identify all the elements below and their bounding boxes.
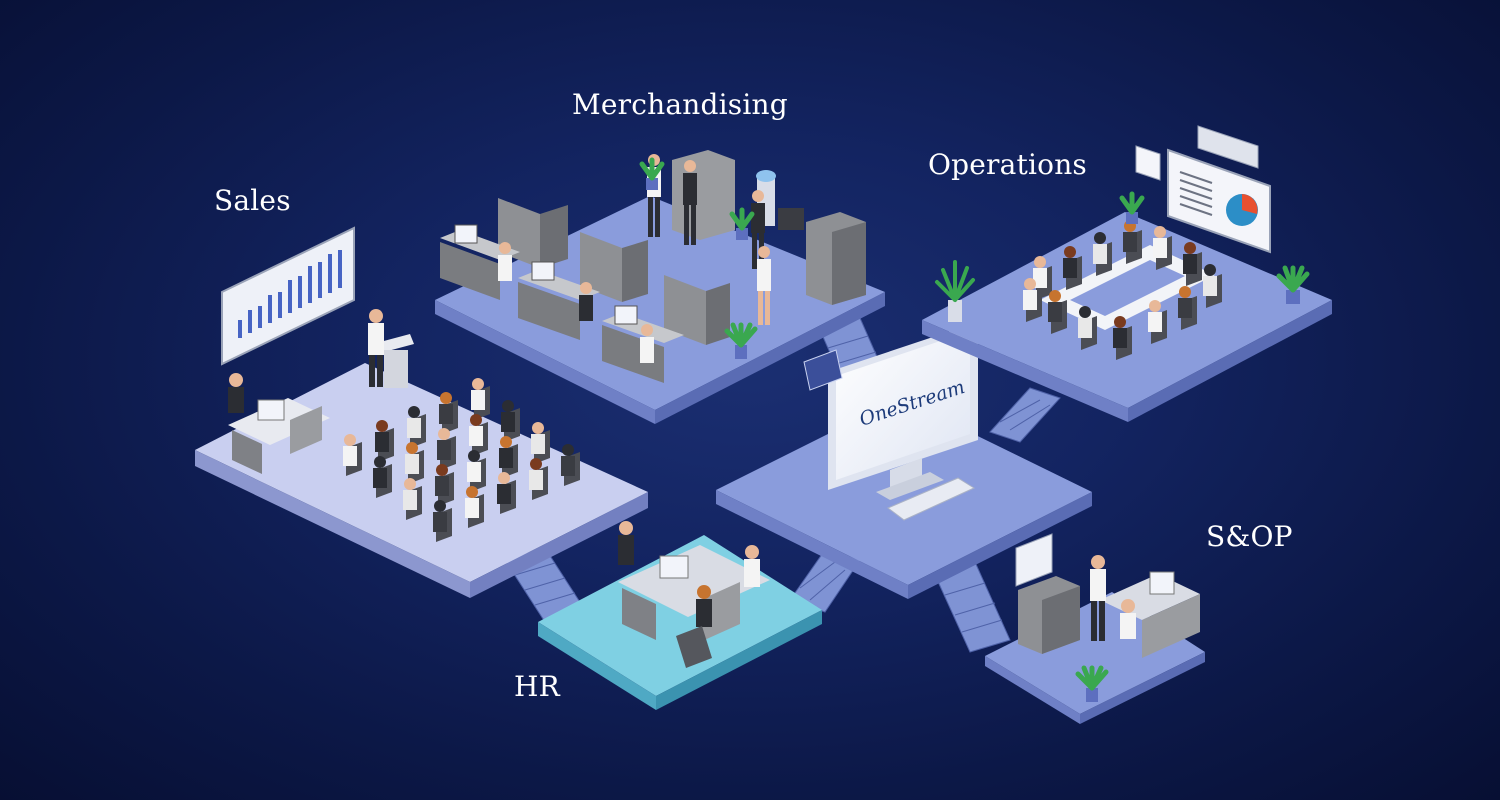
plant-icon: [639, 157, 665, 190]
seated-person: [467, 450, 481, 482]
seated-person: [499, 436, 513, 468]
person-standing: [757, 246, 771, 325]
seated-person: [1148, 300, 1162, 332]
tablet-icon: [803, 349, 843, 391]
ops-people: [1023, 220, 1222, 360]
seated-person: [465, 486, 479, 518]
ops-presentation-board: [1135, 125, 1271, 254]
cubicle-3: [602, 275, 730, 383]
seated-person: [497, 472, 511, 504]
seated-person: [437, 428, 451, 460]
seated-person: [439, 392, 453, 424]
seated-person: [531, 422, 545, 454]
person-seated: [640, 324, 654, 363]
label-sop: S&OP: [1206, 520, 1293, 553]
seated-person: [435, 464, 449, 496]
seated-person: [1123, 220, 1137, 252]
label-sales: Sales: [214, 184, 291, 217]
seated-person: [1178, 286, 1192, 318]
seated-person: [1048, 290, 1062, 322]
plant-icon: [1075, 665, 1109, 702]
plant-icon: [1276, 265, 1310, 304]
seated-person: [373, 456, 387, 488]
seated-person: [1093, 232, 1107, 264]
sales-podium-speaker: [368, 309, 414, 388]
cubicle-2: [518, 232, 648, 340]
plant-icon: [1119, 191, 1145, 224]
person-seated: [498, 242, 512, 281]
seated-person: [375, 420, 389, 452]
platform-sales: [195, 363, 648, 598]
seated-person: [433, 500, 447, 532]
plant-icon: [724, 322, 758, 359]
seated-person: [405, 442, 419, 474]
stairs-ops-center: [989, 387, 1061, 443]
sales-audience: [343, 378, 580, 542]
label-operations: Operations: [928, 148, 1087, 181]
seated-person: [1153, 226, 1167, 258]
seated-person: [561, 444, 575, 476]
seated-person: [471, 378, 485, 410]
sales-desk: [228, 373, 330, 474]
label-merchandising: Merchandising: [572, 88, 788, 121]
seated-person: [469, 414, 483, 446]
seated-person: [1033, 256, 1047, 288]
sop-furniture: [1015, 533, 1200, 702]
seated-person: [1113, 316, 1127, 348]
seated-person: [403, 478, 417, 510]
person-seated: [579, 282, 593, 321]
seated-person: [1023, 278, 1037, 310]
seated-person: [501, 400, 515, 432]
person-standing: [683, 160, 697, 245]
seated-person: [343, 434, 357, 466]
label-hr: HR: [514, 670, 560, 703]
seated-person: [1063, 246, 1077, 278]
seated-person: [529, 458, 543, 490]
onestream-monitor: OneStream: [828, 322, 978, 521]
seated-person: [1203, 264, 1217, 296]
plant-icon: [935, 260, 975, 322]
seated-person: [1183, 242, 1197, 274]
ops-plants: [935, 191, 1310, 322]
seated-person: [407, 406, 421, 438]
plant-icon: [729, 207, 755, 240]
hr-desk: [618, 521, 770, 668]
seated-person: [1078, 306, 1092, 338]
merch-plants: [639, 157, 758, 359]
printer: [778, 208, 804, 230]
sales-whiteboard: [221, 226, 355, 366]
